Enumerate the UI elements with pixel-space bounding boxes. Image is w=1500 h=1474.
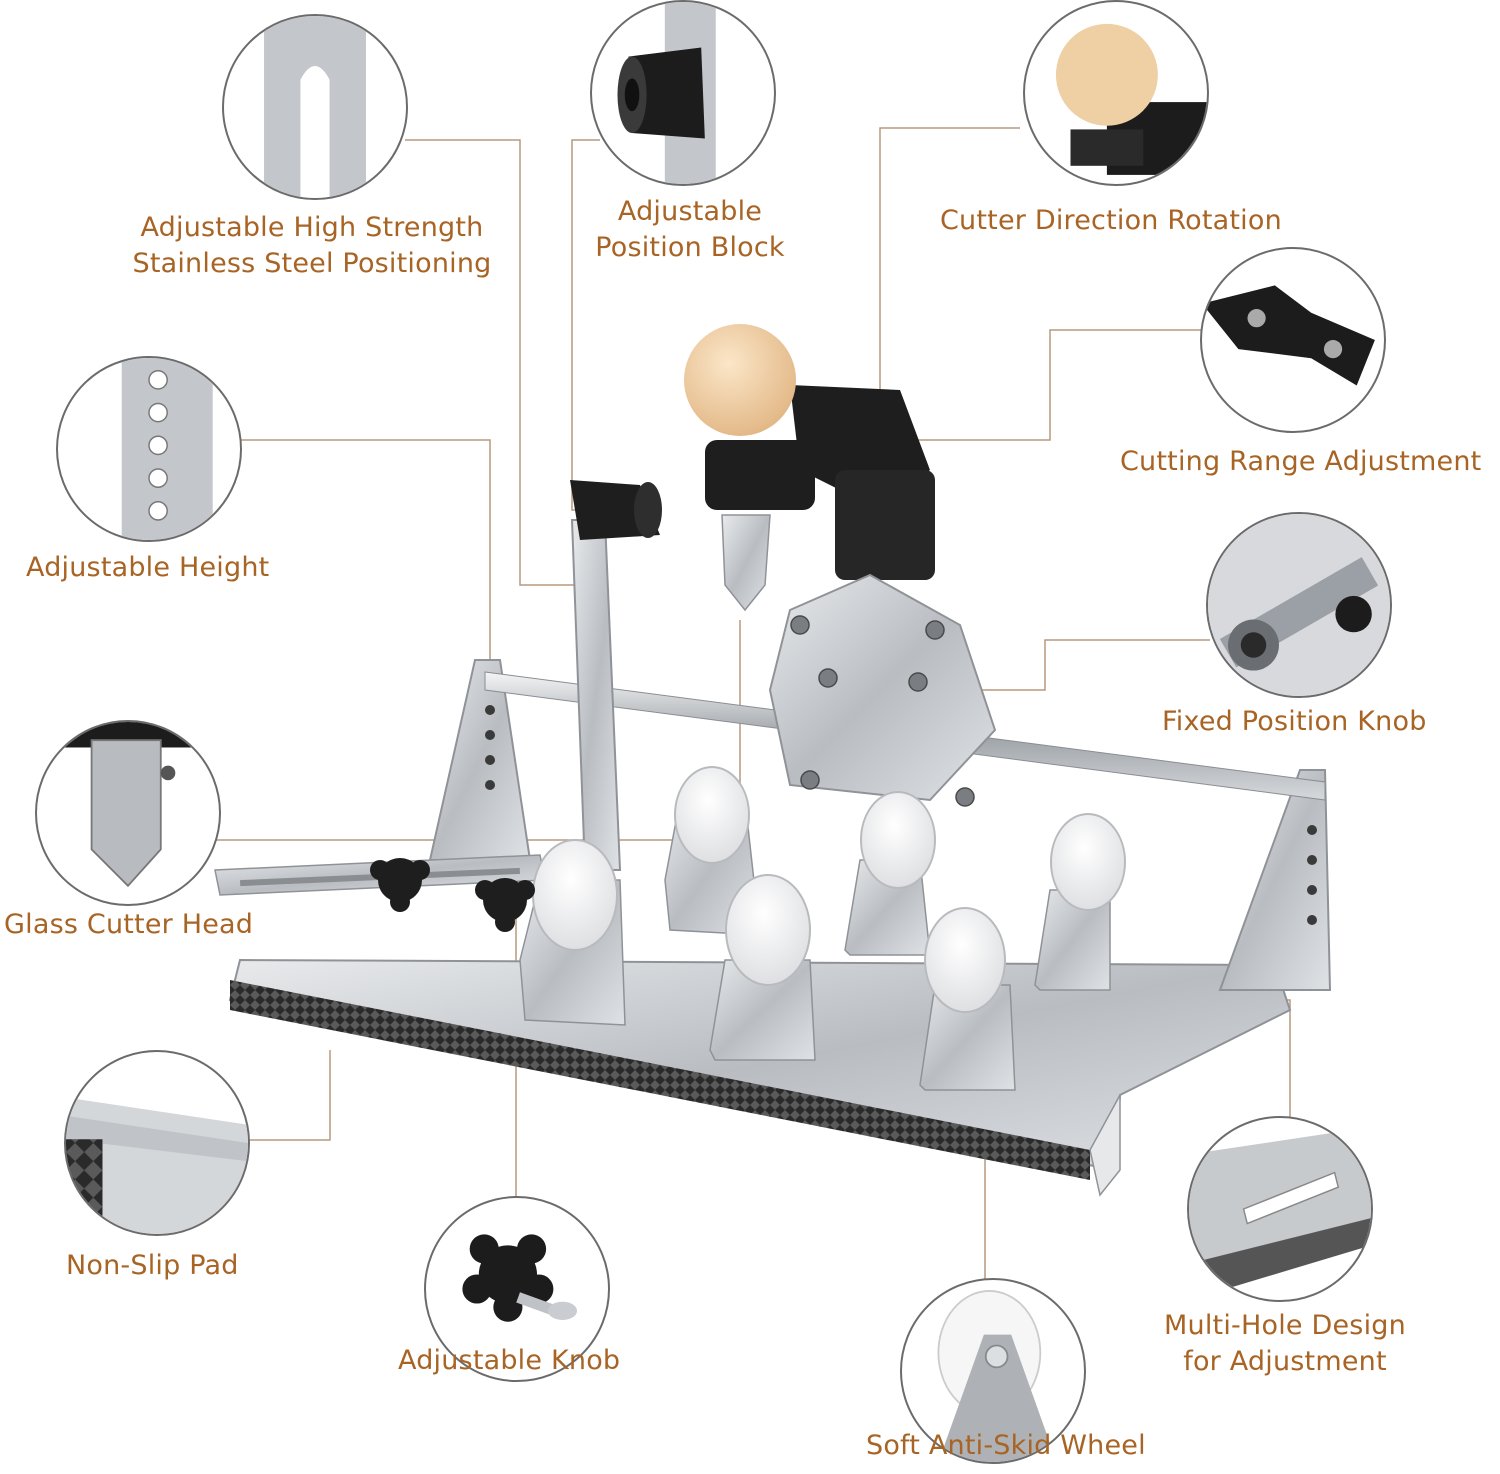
cutter-head xyxy=(721,514,771,612)
wheel-unit-3 xyxy=(709,874,816,1061)
label-positioning: Adjustable High Strength Stainless Steel… xyxy=(132,212,492,279)
circle-wheel xyxy=(900,1278,1086,1464)
clamp-plate xyxy=(768,573,997,802)
clamp-bolts xyxy=(790,615,975,807)
slotted-plate-icon xyxy=(1189,1127,1371,1300)
vertical-post xyxy=(570,519,622,871)
wheel-unit-1 xyxy=(519,839,626,1026)
caster-wheel-icon xyxy=(937,1290,1057,1462)
circle-cutter-head xyxy=(35,720,221,906)
circle-non-slip xyxy=(64,1050,250,1236)
circle-position-block xyxy=(590,0,776,186)
circle-fixed-knob xyxy=(1206,512,1392,698)
hinged-arm-icon xyxy=(1202,285,1375,386)
label-knob: Adjustable Knob xyxy=(398,1345,621,1376)
label-cutting-range: Cutting Range Adjustment xyxy=(1120,446,1482,477)
clamp-knob-icon xyxy=(1208,514,1390,696)
right-bracket xyxy=(1218,769,1332,991)
perforated-bracket-icon xyxy=(121,358,213,540)
right-bracket-holes xyxy=(1307,825,1317,925)
cutter-arm-riser xyxy=(835,470,935,580)
rubber-stopper-block-icon xyxy=(617,2,716,184)
star-knob-icon xyxy=(462,1234,578,1322)
cutter-head-icon xyxy=(37,722,219,888)
cutter-arm-black xyxy=(705,440,815,510)
circle-positioning xyxy=(222,14,408,200)
left-bracket-holes xyxy=(485,705,495,790)
label-cutter-head: Glass Cutter Head xyxy=(4,909,254,940)
wheel-unit-4 xyxy=(844,791,936,956)
wheel-units xyxy=(519,766,1126,1091)
wooden-ball-knob-icon xyxy=(1055,23,1207,175)
label-non-slip: Non-Slip Pad xyxy=(66,1250,239,1281)
circle-multi-hole xyxy=(1187,1116,1373,1302)
label-height: Adjustable Height xyxy=(26,552,270,583)
circle-height xyxy=(56,356,242,542)
knob-right xyxy=(475,878,535,932)
slotted-steel-bar-icon xyxy=(264,16,366,198)
base-front-edge xyxy=(1089,1094,1121,1197)
wheel-unit-5 xyxy=(919,907,1016,1091)
non-slip-strip xyxy=(230,980,1090,1180)
label-wheel: Soft Anti-Skid Wheel xyxy=(866,1430,1146,1461)
rubber-pad-icon xyxy=(66,1097,248,1234)
wood-ball-main xyxy=(684,324,796,436)
label-multi-hole: Multi-Hole Design for Adjustment xyxy=(1164,1310,1406,1377)
knob-left xyxy=(370,858,430,912)
circle-direction-rotation xyxy=(1023,0,1209,186)
circle-knob xyxy=(424,1196,610,1382)
position-block xyxy=(570,480,662,540)
circle-cutting-range xyxy=(1200,247,1386,433)
label-position-block: Adjustable Position Block xyxy=(595,196,785,263)
wheel-unit-6 xyxy=(1034,813,1126,991)
label-direction-rotation: Cutter Direction Rotation xyxy=(940,205,1282,236)
label-fixed-knob: Fixed Position Knob xyxy=(1162,706,1427,737)
